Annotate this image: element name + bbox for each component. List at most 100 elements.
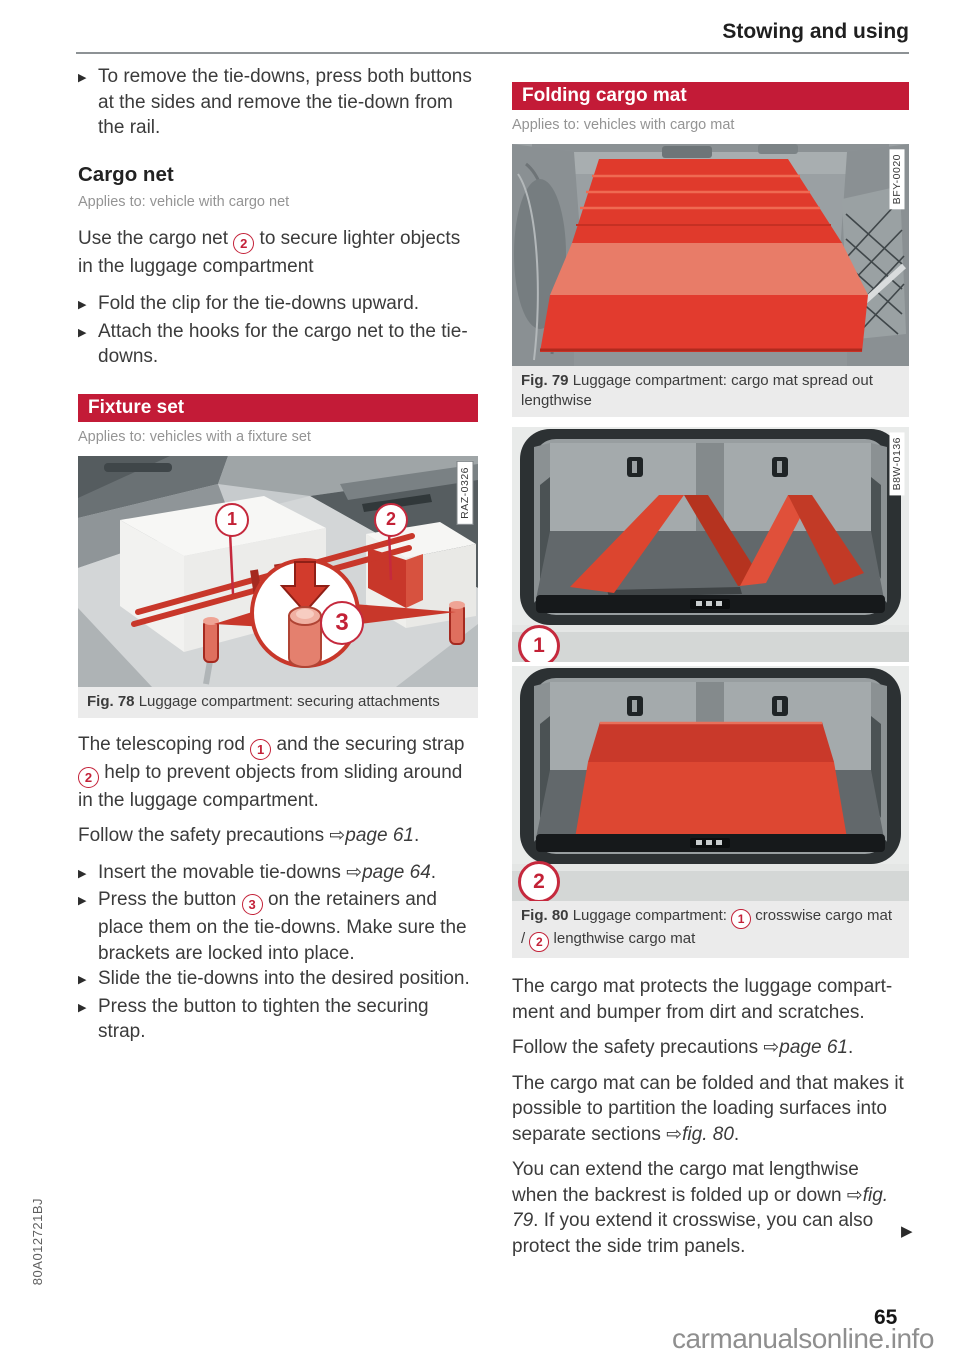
text-segment: You can extend the cargo mat lengthwise … <box>512 1159 859 1206</box>
triangle-bullet-icon: ▶ <box>78 72 87 84</box>
figure-79-caption: Fig. 79 Luggage compartment: cargo mat s… <box>512 366 909 417</box>
figure-marker-1: 1 <box>518 625 560 662</box>
text-segment: Insert the movable tie-downs <box>98 861 341 883</box>
watermark-text: carmanualsonline.info <box>672 1323 934 1354</box>
paragraph: The cargo mat can be folded and that mak… <box>512 1071 909 1148</box>
ref-arrow-icon: ⇨ <box>763 1037 780 1058</box>
text-segment: Use the cargo net <box>78 227 228 249</box>
text-segment: . <box>847 1037 854 1058</box>
text-segment: help to prevent objects from sliding aro… <box>78 761 463 811</box>
ref-arrow-icon: ⇨ <box>346 861 363 883</box>
triangle-bullet-icon: ▶ <box>78 974 87 986</box>
text-segment: . <box>413 825 420 846</box>
figure-marker-2: 2 <box>518 861 560 901</box>
text-segment: and the securing strap <box>276 733 465 755</box>
figure-78-image: 1 2 3 RAZ-0326 <box>78 455 478 687</box>
text-segment: Press the button <box>98 889 237 910</box>
figure-80-image-gap <box>512 662 909 666</box>
triangle-bullet-icon: ▶ <box>78 1001 87 1014</box>
caption-text: Luggage compartment: securing attachment… <box>138 692 440 710</box>
bullet-text: Attach the hooks for the cargo net to th… <box>98 320 468 368</box>
text-segment: The cargo mat can be folded and that mak… <box>512 1072 904 1145</box>
figure-label: Fig. 79 <box>521 372 569 389</box>
fixture-set-bullet-list: ▶ Insert the movable tie-downs ⇨page 64.… <box>78 860 478 1045</box>
continuation-arrow-icon: ▶ <box>901 1223 913 1240</box>
ref-arrow-icon: ⇨ <box>846 1184 863 1206</box>
paragraph: The cargo mat protects the luggage compa… <box>512 976 893 1023</box>
circled-number-2: 2 <box>78 766 99 788</box>
triangle-bullet-icon: ▶ <box>78 326 87 339</box>
text-segment: The telescoping rod <box>78 733 245 755</box>
figure-reference: fig. 80 <box>682 1123 734 1145</box>
paragraph: You can extend the cargo mat lengthwise … <box>512 1157 909 1259</box>
figure-label: Fig. 80 <box>521 907 569 924</box>
paragraph: Use the cargo net 2 to secure lighter ob… <box>78 226 478 280</box>
circled-number-1: 1 <box>731 909 752 929</box>
figure-callout-2: 2 <box>374 502 408 537</box>
header-divider <box>76 52 909 54</box>
text-segment: to secure lighter objects in the luggage… <box>78 227 461 277</box>
figure-78-caption: Fig. 78 Luggage compartment: securing at… <box>78 686 478 718</box>
figure-callout-1: 1 <box>215 502 249 537</box>
page-reference: page 61 <box>779 1037 848 1058</box>
figure-image-code: B8W-0136 <box>889 432 904 496</box>
right-column: Folding cargo mat Applies to: vehicles w… <box>512 82 909 1259</box>
applies-to-note: Applies to: vehicles with cargo mat <box>512 117 735 133</box>
list-item: ▶ Press the button 3 on the retainers an… <box>78 887 478 966</box>
bullet-text: Insert the movable tie-downs ⇨page 64. <box>98 860 478 888</box>
circled-number-3: 3 <box>241 894 263 915</box>
figure-80-crosswise-illustration <box>512 427 909 662</box>
ref-arrow-icon: ⇨ <box>666 1123 683 1145</box>
text-segment: . <box>733 1123 740 1145</box>
figure-80-caption: Fig. 80 Luggage compartment: 1 crosswise… <box>512 901 909 958</box>
list-item: ▶ Press the button to tighten the securi… <box>78 994 478 1045</box>
caption-text: crosswise cargo mat / <box>521 907 893 947</box>
bullet-text: Press the button 3 on the retainers and … <box>98 887 478 966</box>
spine-part-number: 80A012721BJ <box>30 1198 45 1286</box>
triangle-bullet-icon: ▶ <box>78 867 87 880</box>
section-banner-fixture-set: Fixture set <box>78 393 478 422</box>
left-column: ▶ To remove the tie-downs, press both bu… <box>78 64 478 1045</box>
list-item: ▶ Attach the hooks for the cargo net to … <box>78 319 478 370</box>
caption-text: Luggage compartment: <box>572 907 727 924</box>
text-segment: Follow the safety precautions <box>78 825 325 846</box>
page-reference: page 61 <box>345 825 414 846</box>
figure-79-illustration <box>512 144 909 366</box>
applies-to-note: Applies to: vehicle with cargo net <box>78 193 290 210</box>
circled-number-2: 2 <box>529 932 550 952</box>
page-reference: page 64 <box>362 861 431 883</box>
figure-80-image-crosswise: 1 B8W-0136 <box>512 427 909 662</box>
bullet-text: Fold the clip for the tie-downs upward. <box>98 293 420 314</box>
figure-79-image: BFY-0020 <box>512 144 909 366</box>
caption-text: lengthwise cargo mat <box>553 930 696 947</box>
intro-bullet-list: ▶ To remove the tie-downs, press both bu… <box>78 64 478 141</box>
figure-78-illustration <box>78 455 478 687</box>
bullet-text: To remove the tie-downs, press both butt… <box>98 66 472 138</box>
section-heading-cargo-net: Cargo net <box>78 162 174 186</box>
text-segment: Follow the safety precautions <box>512 1037 759 1058</box>
figure-80-lengthwise-illustration <box>512 666 909 901</box>
triangle-bullet-icon: ▶ <box>78 299 87 311</box>
bullet-text: Slide the tie-downs into the desired pos… <box>98 968 470 989</box>
caption-text: Luggage compartment: cargo mat spread ou… <box>521 372 873 409</box>
page-title: Stowing and using <box>722 20 909 43</box>
circled-number-2: 2 <box>233 232 255 254</box>
figure-label: Fig. 78 <box>87 692 135 710</box>
figure-callout-3: 3 <box>320 600 364 645</box>
figure-79: BFY-0020 Fig. 79 Luggage compartment: ca… <box>512 144 909 417</box>
bullet-text: Press the button to tighten the securing… <box>98 995 429 1043</box>
triangle-bullet-icon: ▶ <box>78 895 87 907</box>
text-segment: . <box>430 861 437 883</box>
page-number: 65 <box>874 1306 898 1329</box>
section-banner-folding-cargo-mat: Folding cargo mat <box>512 82 909 110</box>
list-item: ▶ To remove the tie-downs, press both bu… <box>78 64 478 141</box>
figure-78: 1 2 3 RAZ-0326 Fig. 78 Luggage compartme… <box>78 455 478 718</box>
cargo-net-bullet-list: ▶ Fold the clip for the tie-downs upward… <box>78 291 478 370</box>
figure-image-code: RAZ-0326 <box>456 460 473 525</box>
text-segment: on the retainers and place them on the t… <box>98 889 467 964</box>
figure-image-code: BFY-0020 <box>889 149 904 210</box>
circled-number-1: 1 <box>250 738 272 760</box>
ref-arrow-icon: ⇨ <box>329 825 346 846</box>
paragraph: The telescoping rod 1 and the securing s… <box>78 732 478 814</box>
